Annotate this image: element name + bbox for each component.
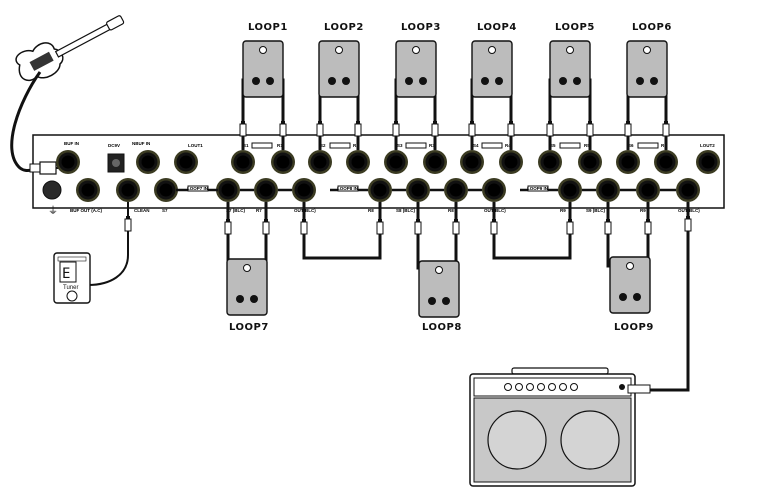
- ground-icon: ⏚: [48, 205, 58, 217]
- jack-r8b[interactable]: [444, 178, 468, 202]
- jack-s6[interactable]: [616, 150, 640, 174]
- jack-r3[interactable]: [423, 150, 447, 174]
- loop3-label: LOOP3: [401, 22, 441, 33]
- jack-r8[interactable]: [368, 178, 392, 202]
- jack-clean[interactable]: [116, 178, 140, 202]
- jack-s3[interactable]: [384, 150, 408, 174]
- pedal-loop7[interactable]: [226, 258, 268, 316]
- jack-s7[interactable]: [154, 178, 178, 202]
- pedal-loop5[interactable]: [549, 40, 591, 98]
- loop6-label: LOOP6: [632, 22, 672, 33]
- label-lout2: LOUT2: [700, 143, 715, 148]
- tuner-pedal[interactable]: E Tuner: [53, 252, 91, 304]
- jack-r5[interactable]: [578, 150, 602, 174]
- jack-r2[interactable]: [346, 150, 370, 174]
- label-s2: S2: [320, 143, 326, 148]
- label-r4: R4: [505, 143, 511, 148]
- ground-knob[interactable]: [42, 180, 62, 200]
- jack-nbuf-in[interactable]: [136, 150, 160, 174]
- jack-buf-in[interactable]: [56, 150, 80, 174]
- label-s4: S4: [473, 143, 479, 148]
- jack-out-blc-2[interactable]: [482, 178, 506, 202]
- loop1-label: LOOP1: [248, 22, 288, 33]
- electric-guitar-icon: [10, 15, 125, 172]
- amplifier-icon: [469, 367, 636, 487]
- tuner-display: E: [62, 266, 70, 282]
- jack-r9b[interactable]: [636, 178, 660, 202]
- label-s9-blc: S9 (BLC): [586, 208, 606, 213]
- jack-s7-blc[interactable]: [216, 178, 240, 202]
- label-dc9v: DC9V: [108, 143, 120, 148]
- label-s1: S1: [243, 143, 249, 148]
- pedal-loop9[interactable]: [609, 256, 651, 314]
- label-s8-blc: S8 (BLC): [396, 208, 416, 213]
- loop4-label: LOOP4: [477, 22, 517, 33]
- jack-s5[interactable]: [538, 150, 562, 174]
- loop-plugs-top: [239, 120, 670, 137]
- buf-in-plug: [29, 161, 68, 175]
- send-return-switches: [187, 142, 659, 192]
- loop7-label: LOOP7: [229, 322, 269, 333]
- label-loop9-in: LOOP9 IN: [527, 186, 548, 191]
- jack-r1[interactable]: [271, 150, 295, 174]
- jack-s1[interactable]: [231, 150, 255, 174]
- label-loop7-in: LOOP7 IN: [187, 186, 208, 191]
- label-r8: R8: [368, 208, 374, 213]
- label-r9: R9: [560, 208, 566, 213]
- label-r1: R1: [277, 143, 283, 148]
- label-s7-blc: S7 (BLC): [226, 208, 246, 213]
- label-r7: R7: [256, 208, 262, 213]
- label-r8b: R8: [448, 208, 454, 213]
- jack-out-blc-3[interactable]: [676, 178, 700, 202]
- label-loop8-in: LOOP8 IN: [337, 186, 358, 191]
- label-r6: R6: [661, 143, 667, 148]
- pedal-loop8[interactable]: [418, 260, 460, 318]
- jack-r9[interactable]: [558, 178, 582, 202]
- amp-cable: [650, 202, 690, 392]
- label-buf-out: BUF OUT (A.C): [70, 208, 102, 213]
- pedal-loop1[interactable]: [242, 40, 284, 98]
- label-clean: CLEAN: [134, 208, 150, 213]
- jack-r4[interactable]: [499, 150, 523, 174]
- jack-s4[interactable]: [460, 150, 484, 174]
- label-lout1: LOUT1: [188, 143, 203, 148]
- loop9-label: LOOP9: [614, 322, 654, 333]
- loop8-label: LOOP8: [422, 322, 462, 333]
- label-s5: S5: [550, 143, 556, 148]
- jack-r6[interactable]: [654, 150, 678, 174]
- label-r3: R3: [429, 143, 435, 148]
- tuner-cable: [87, 202, 129, 286]
- pedal-loop4[interactable]: [471, 40, 513, 98]
- jack-out-blc-1[interactable]: [292, 178, 316, 202]
- pedal-loop2[interactable]: [318, 40, 360, 98]
- label-buf-in: BUF IN: [64, 141, 79, 146]
- amp-input-plug: [627, 384, 651, 394]
- jack-s8-blc[interactable]: [406, 178, 430, 202]
- jack-s2[interactable]: [308, 150, 332, 174]
- label-s3: S3: [397, 143, 403, 148]
- jack-lout1[interactable]: [174, 150, 198, 174]
- label-r5: R5: [584, 143, 590, 148]
- label-r2: R2: [353, 143, 359, 148]
- label-s6: S6: [628, 143, 634, 148]
- jack-buf-out[interactable]: [76, 178, 100, 202]
- jack-r7[interactable]: [254, 178, 278, 202]
- jack-lout2[interactable]: [696, 150, 720, 174]
- pedal-loop6[interactable]: [626, 40, 668, 98]
- loop2-label: LOOP2: [324, 22, 364, 33]
- label-nbuf-in: NBUF IN: [132, 141, 150, 146]
- pedal-loop3[interactable]: [395, 40, 437, 98]
- jack-s9-blc[interactable]: [596, 178, 620, 202]
- label-s7: S7: [162, 208, 168, 213]
- loop5-label: LOOP5: [555, 22, 595, 33]
- loop8-cables: [416, 202, 572, 270]
- tuner-label: Tuner: [63, 285, 78, 291]
- label-r9b: R9: [640, 208, 646, 213]
